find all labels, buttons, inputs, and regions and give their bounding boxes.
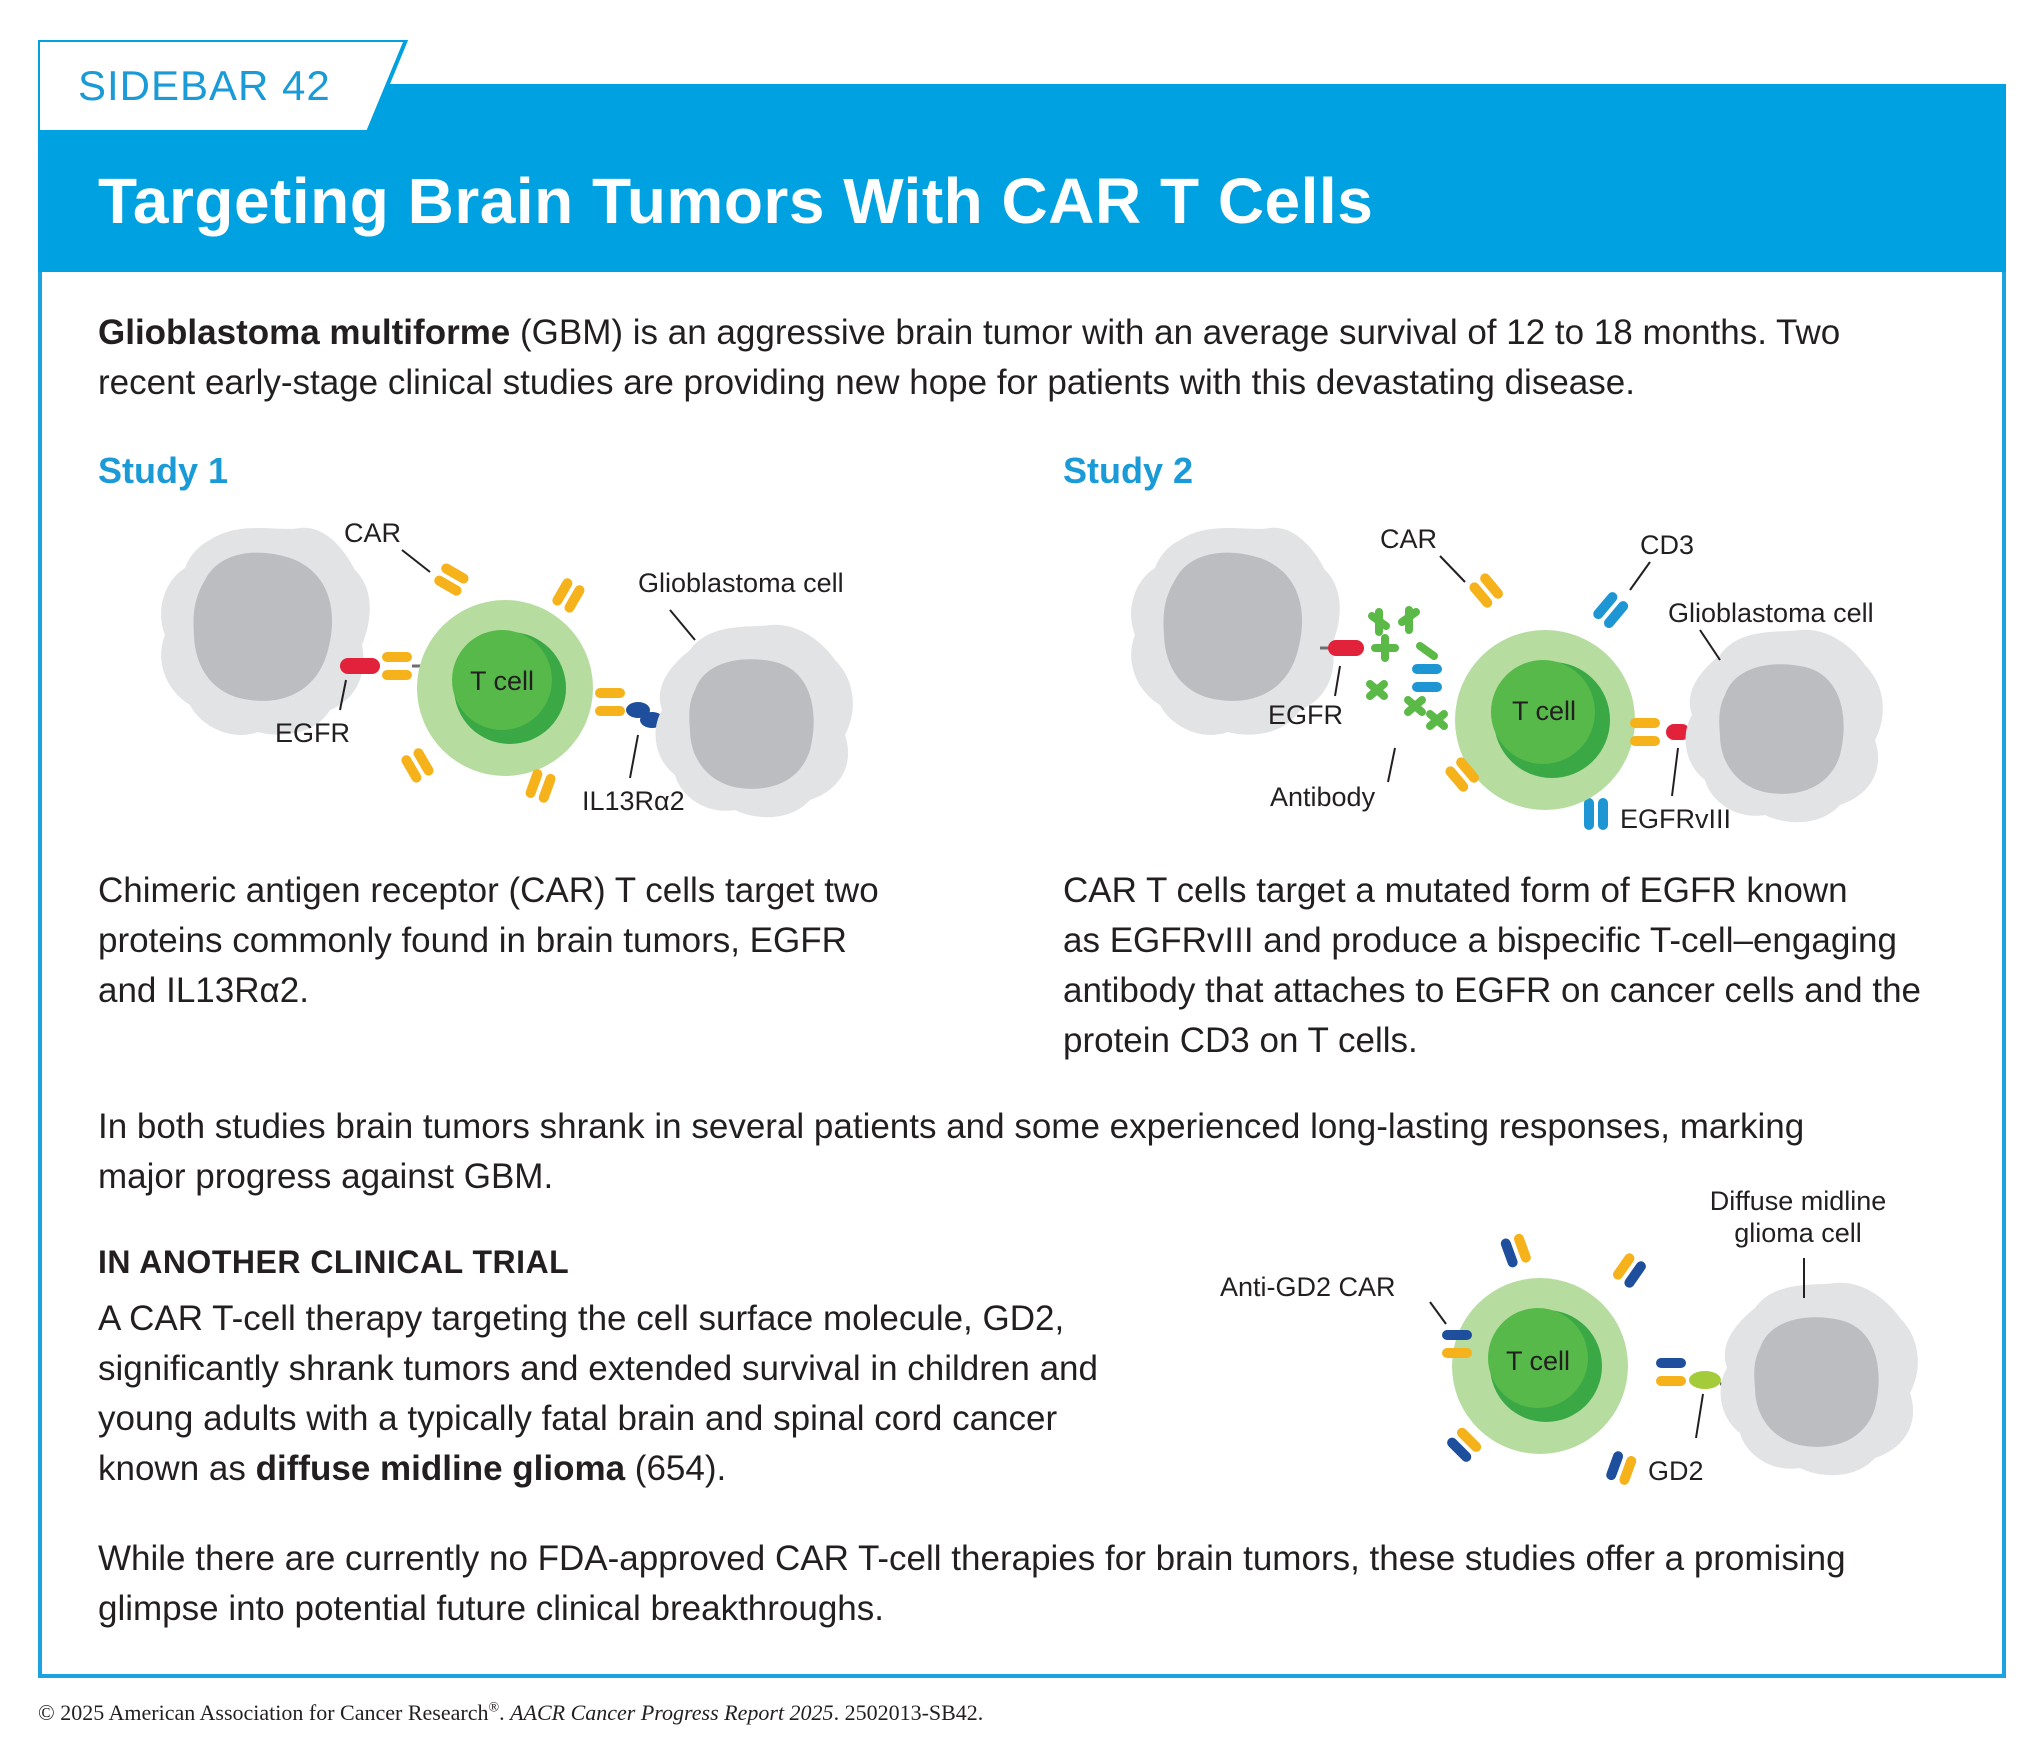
trial-heading: IN ANOTHER CLINICAL TRIAL [98,1244,570,1280]
intro-line1: (GBM) is an aggressive brain tumor with … [510,313,1841,352]
study1-heading: Study 1 [98,450,229,491]
egfr-receptor [1328,640,1364,656]
study1-text-line: and IL13Rα2. [98,971,309,1010]
tumor-cell-left [1131,527,1340,735]
trial-line: A CAR T-cell therapy targeting the cell … [98,1299,1065,1338]
closing-text: While there are currently no FDA-approve… [98,1534,1958,1634]
study1-text-line: Chimeric antigen receptor (CAR) T cells … [98,871,879,910]
page-title: Targeting Brain Tumors With CAR T Cells [98,165,1374,237]
sidebar-tab: SIDEBAR 42 [38,40,408,132]
intro-paragraph: Glioblastoma multiforme (GBM) is an aggr… [98,308,1938,408]
dmg-tumor-cell [1720,1282,1918,1476]
study2-antibody-label: Antibody [1270,782,1376,812]
study1-glioblastoma-label: Glioblastoma cell [638,568,844,598]
t-cell: T cell [1452,1278,1628,1454]
intro-bold: Glioblastoma multiforme [98,313,511,352]
study2-tcell-label: T cell [1512,696,1576,726]
footer-report-title: AACR Cancer Progress Report 2025 [510,1700,834,1725]
gd2-antigen [1689,1371,1721,1389]
egfrviii-receptor [1666,724,1690,740]
study2-car-label: CAR [1380,524,1437,554]
trial-tcell-label: T cell [1506,1346,1570,1376]
closing-line: While there are currently no FDA-approve… [98,1539,1846,1578]
trial-line: young adults with a typically fatal brai… [98,1399,1058,1438]
t-cell: T cell [417,600,593,776]
study2-heading: Study 2 [1063,450,1194,491]
closing-line: glimpse into potential future clinical b… [98,1589,884,1628]
study1-tcell-label: T cell [470,666,534,696]
study2-cd3-label: CD3 [1640,530,1694,560]
study1-il13-label: IL13Rα2 [582,786,685,816]
footer-registered-mark: ® [488,1700,500,1716]
tumor-cell-left [161,527,370,735]
copyright-footer: © 2025 American Association for Cancer R… [38,1700,983,1726]
both-studies-text: In both studies brain tumors shrank in s… [98,1102,1958,1202]
footer-text: . 2502013-SB42. [833,1700,984,1725]
trial-anti-gd2-label: Anti-GD2 CAR [1220,1272,1396,1302]
trial-line4-pre: known as [98,1449,256,1488]
study1-text: Chimeric antigen receptor (CAR) T cells … [98,866,958,1016]
egfr-receptor [340,658,380,674]
trial-line4-bold: diffuse midline glioma [255,1449,626,1488]
antibody-cluster [1366,606,1448,730]
study2-text-line: CAR T cells target a mutated form of EGF… [1063,871,1848,910]
anti-gd2-car-set [1442,1233,1686,1485]
intro-line2: recent early-stage clinical studies are … [98,363,1635,402]
footer-text: . [499,1700,511,1725]
sidebar-label: SIDEBAR 42 [78,62,331,109]
trial-gd2-label: GD2 [1648,1456,1704,1486]
study2-text-line: antibody that attaches to EGFR on cancer… [1063,971,1921,1010]
trial-dmg-label-2: glioma cell [1734,1218,1862,1248]
study1-car-label: CAR [344,518,401,548]
both-line: In both studies brain tumors shrank in s… [98,1107,1805,1146]
study2-text: CAR T cells target a mutated form of EGF… [1063,866,1983,1066]
tumor-cell-right [655,624,853,818]
study1-egfr-label: EGFR [275,718,350,748]
trial-dmg-label-1: Diffuse midline [1710,1186,1887,1216]
trial-line: significantly shrank tumors and extended… [98,1349,1098,1388]
study2-egfrviii-label: EGFRvIII [1620,804,1731,834]
study2-diagram: T cell CAR CD3 Glioblastoma cell EGFR An… [1131,520,1900,845]
gd2-diagram: T cell Anti-GD2 CAR GD2 Diffuse midline … [1210,1186,1918,1523]
trial-text: A CAR T-cell therapy targeting the cell … [98,1294,1198,1494]
footer-text: © 2025 American Association for Cancer R… [38,1700,489,1725]
both-line: major progress against GBM. [98,1157,554,1196]
t-cell: T cell [1455,630,1635,810]
study1-text-line: proteins commonly found in brain tumors,… [98,921,847,960]
trial-line4-post: (654). [625,1449,727,1488]
study1-diagram: T cell CAR EGFR Glioblastoma cell IL13R [150,510,870,835]
study2-text-line: as EGFRvIII and produce a bispecific T-c… [1063,921,1897,960]
tumor-cell-right [1685,629,1883,823]
study2-egfr-label: EGFR [1268,700,1343,730]
study2-glioblastoma-label: Glioblastoma cell [1668,598,1874,628]
study2-text-line: protein CD3 on T cells. [1063,1021,1418,1060]
